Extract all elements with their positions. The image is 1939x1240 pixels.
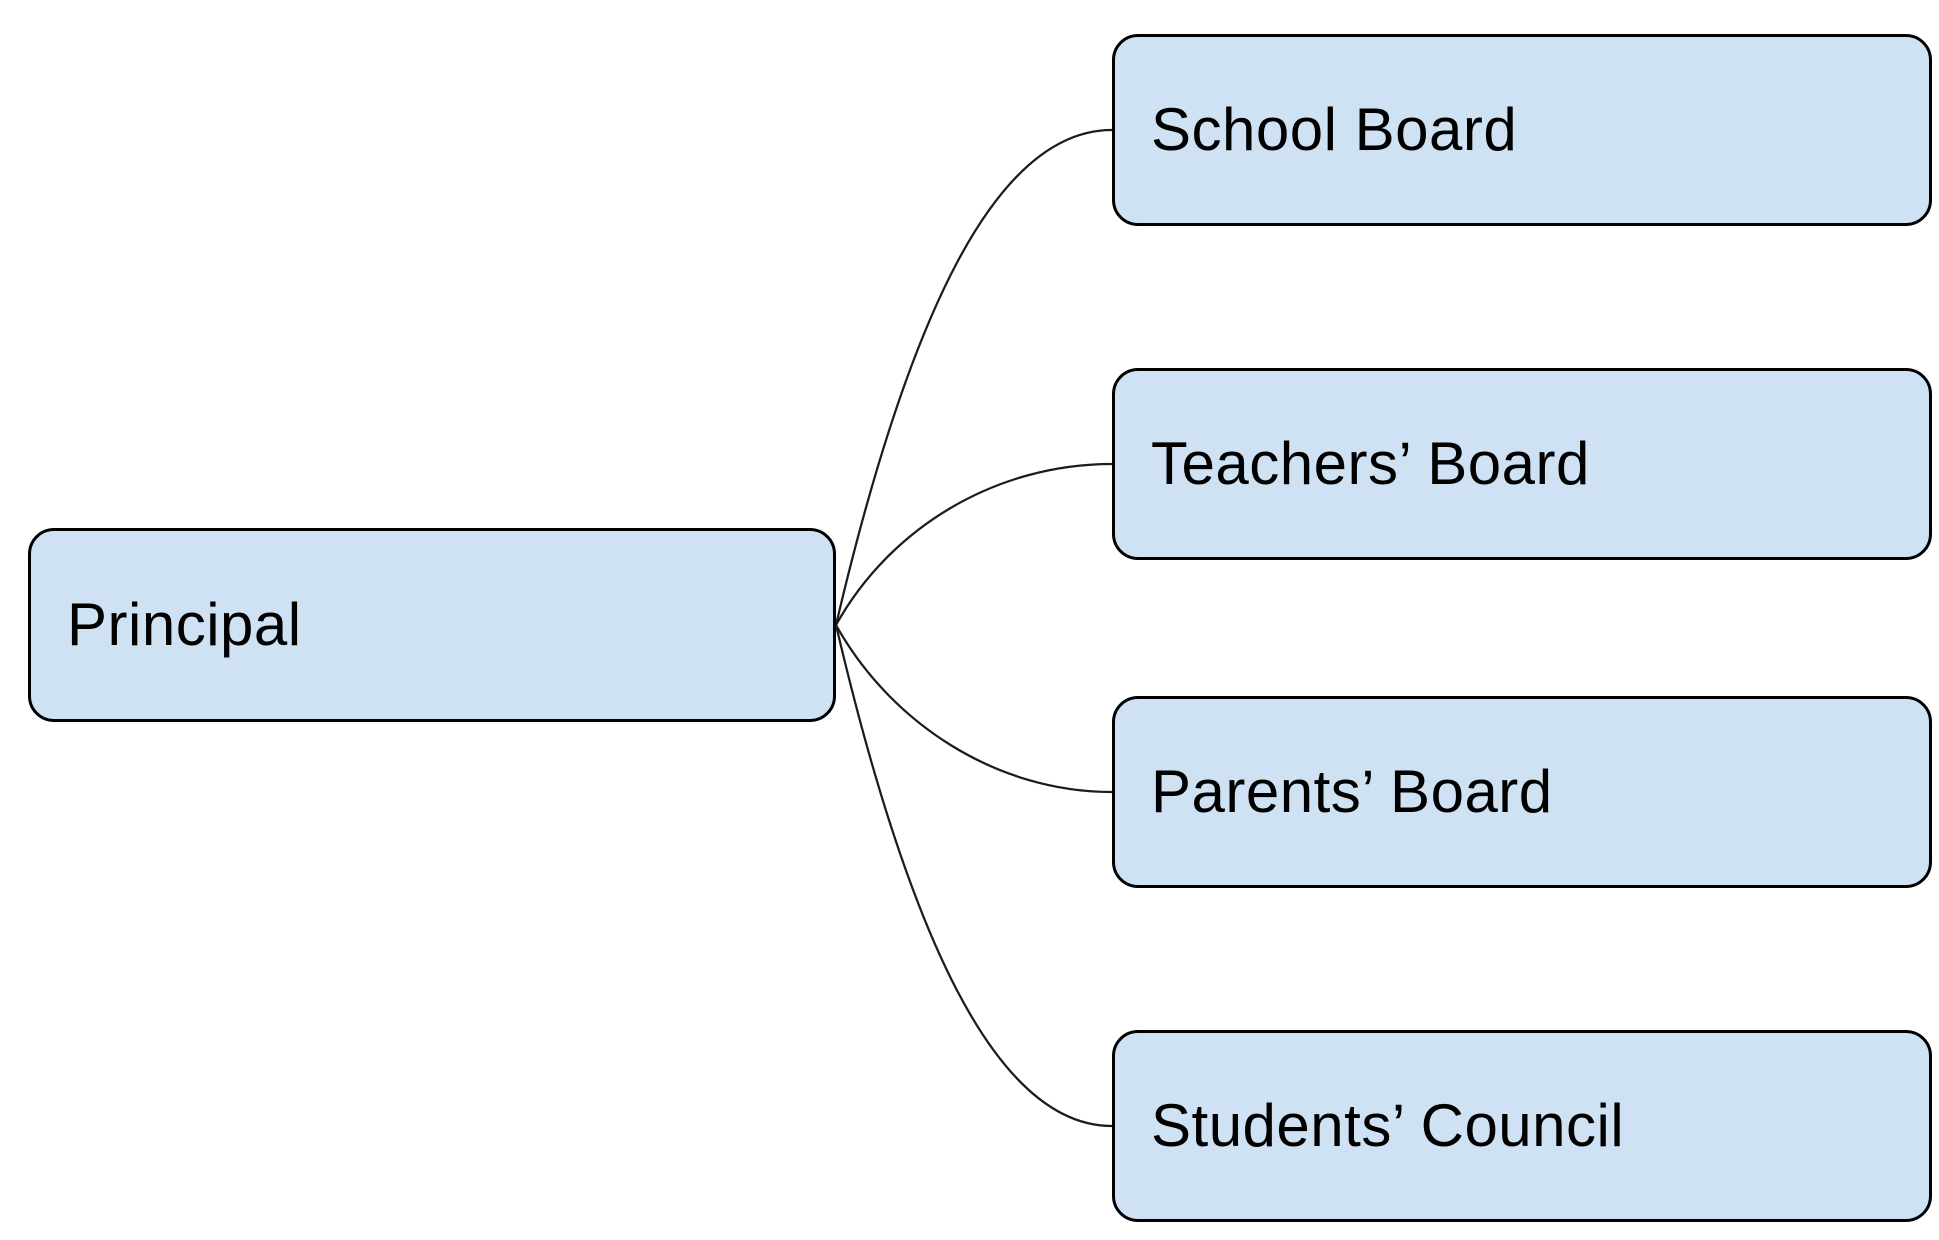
node-teachers-board-label: Teachers’ Board [1151,430,1590,497]
node-principal: Principal [28,528,836,722]
node-parents-board-label: Parents’ Board [1151,758,1553,825]
connector-principal-students-council [834,624,1113,1128]
node-teachers-board: Teachers’ Board [1112,368,1932,560]
node-school-board-label: School Board [1151,96,1518,163]
node-students-council-label: Students’ Council [1151,1092,1625,1159]
node-principal-label: Principal [67,591,302,658]
node-students-council: Students’ Council [1112,1030,1932,1222]
node-parents-board: Parents’ Board [1112,696,1932,888]
connector-principal-teachers-board [835,462,1113,626]
connector-principal-parents-board [835,624,1113,794]
node-school-board: School Board [1112,34,1932,226]
connector-principal-school-board [834,128,1113,626]
